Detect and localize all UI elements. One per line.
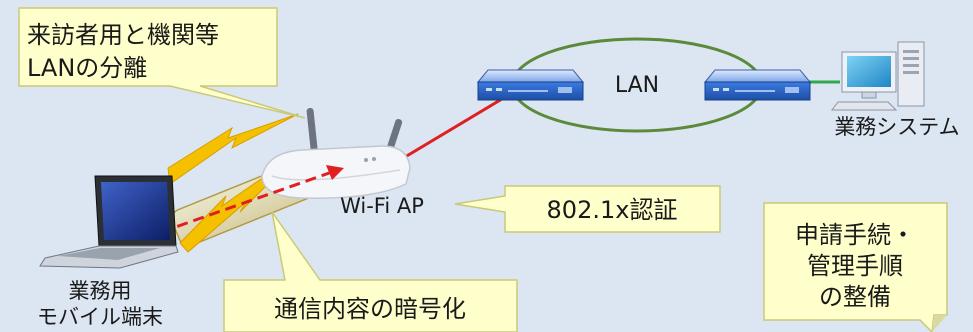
arrow-head-ap bbox=[326, 165, 344, 180]
callout-procedures-line1: 申請手続・ bbox=[795, 221, 915, 249]
wifi-ap-label: Wi-Fi AP bbox=[340, 194, 424, 218]
callout-procedures-line3: の整備 bbox=[819, 283, 891, 311]
business-system-pc-icon bbox=[831, 41, 925, 111]
laptop-icon bbox=[39, 175, 179, 269]
callout-separation-line1: 来訪者用と機関等 bbox=[27, 21, 219, 49]
red-link bbox=[394, 91, 513, 165]
callout-separation-line2: LANの分離 bbox=[27, 54, 147, 82]
callout-procedures bbox=[763, 202, 948, 332]
callout-encryption-text: 通信内容の暗号化 bbox=[274, 295, 466, 323]
lan-label: LAN bbox=[615, 73, 659, 98]
mobile-terminal-label-line2: モバイル端末 bbox=[37, 305, 163, 329]
business-system-label: 業務システム bbox=[834, 115, 959, 139]
callout-procedures-line2: 管理手順 bbox=[807, 252, 903, 280]
callout-encryption bbox=[223, 211, 518, 332]
callout-separation bbox=[18, 7, 306, 119]
encrypted-link bbox=[149, 170, 333, 238]
router-left-icon bbox=[476, 69, 585, 101]
mobile-terminal-label-line1: 業務用 bbox=[69, 279, 132, 303]
router-right-icon bbox=[703, 69, 812, 101]
callout-auth bbox=[454, 185, 721, 233]
callout-auth-text: 802.1x認証 bbox=[547, 196, 678, 224]
